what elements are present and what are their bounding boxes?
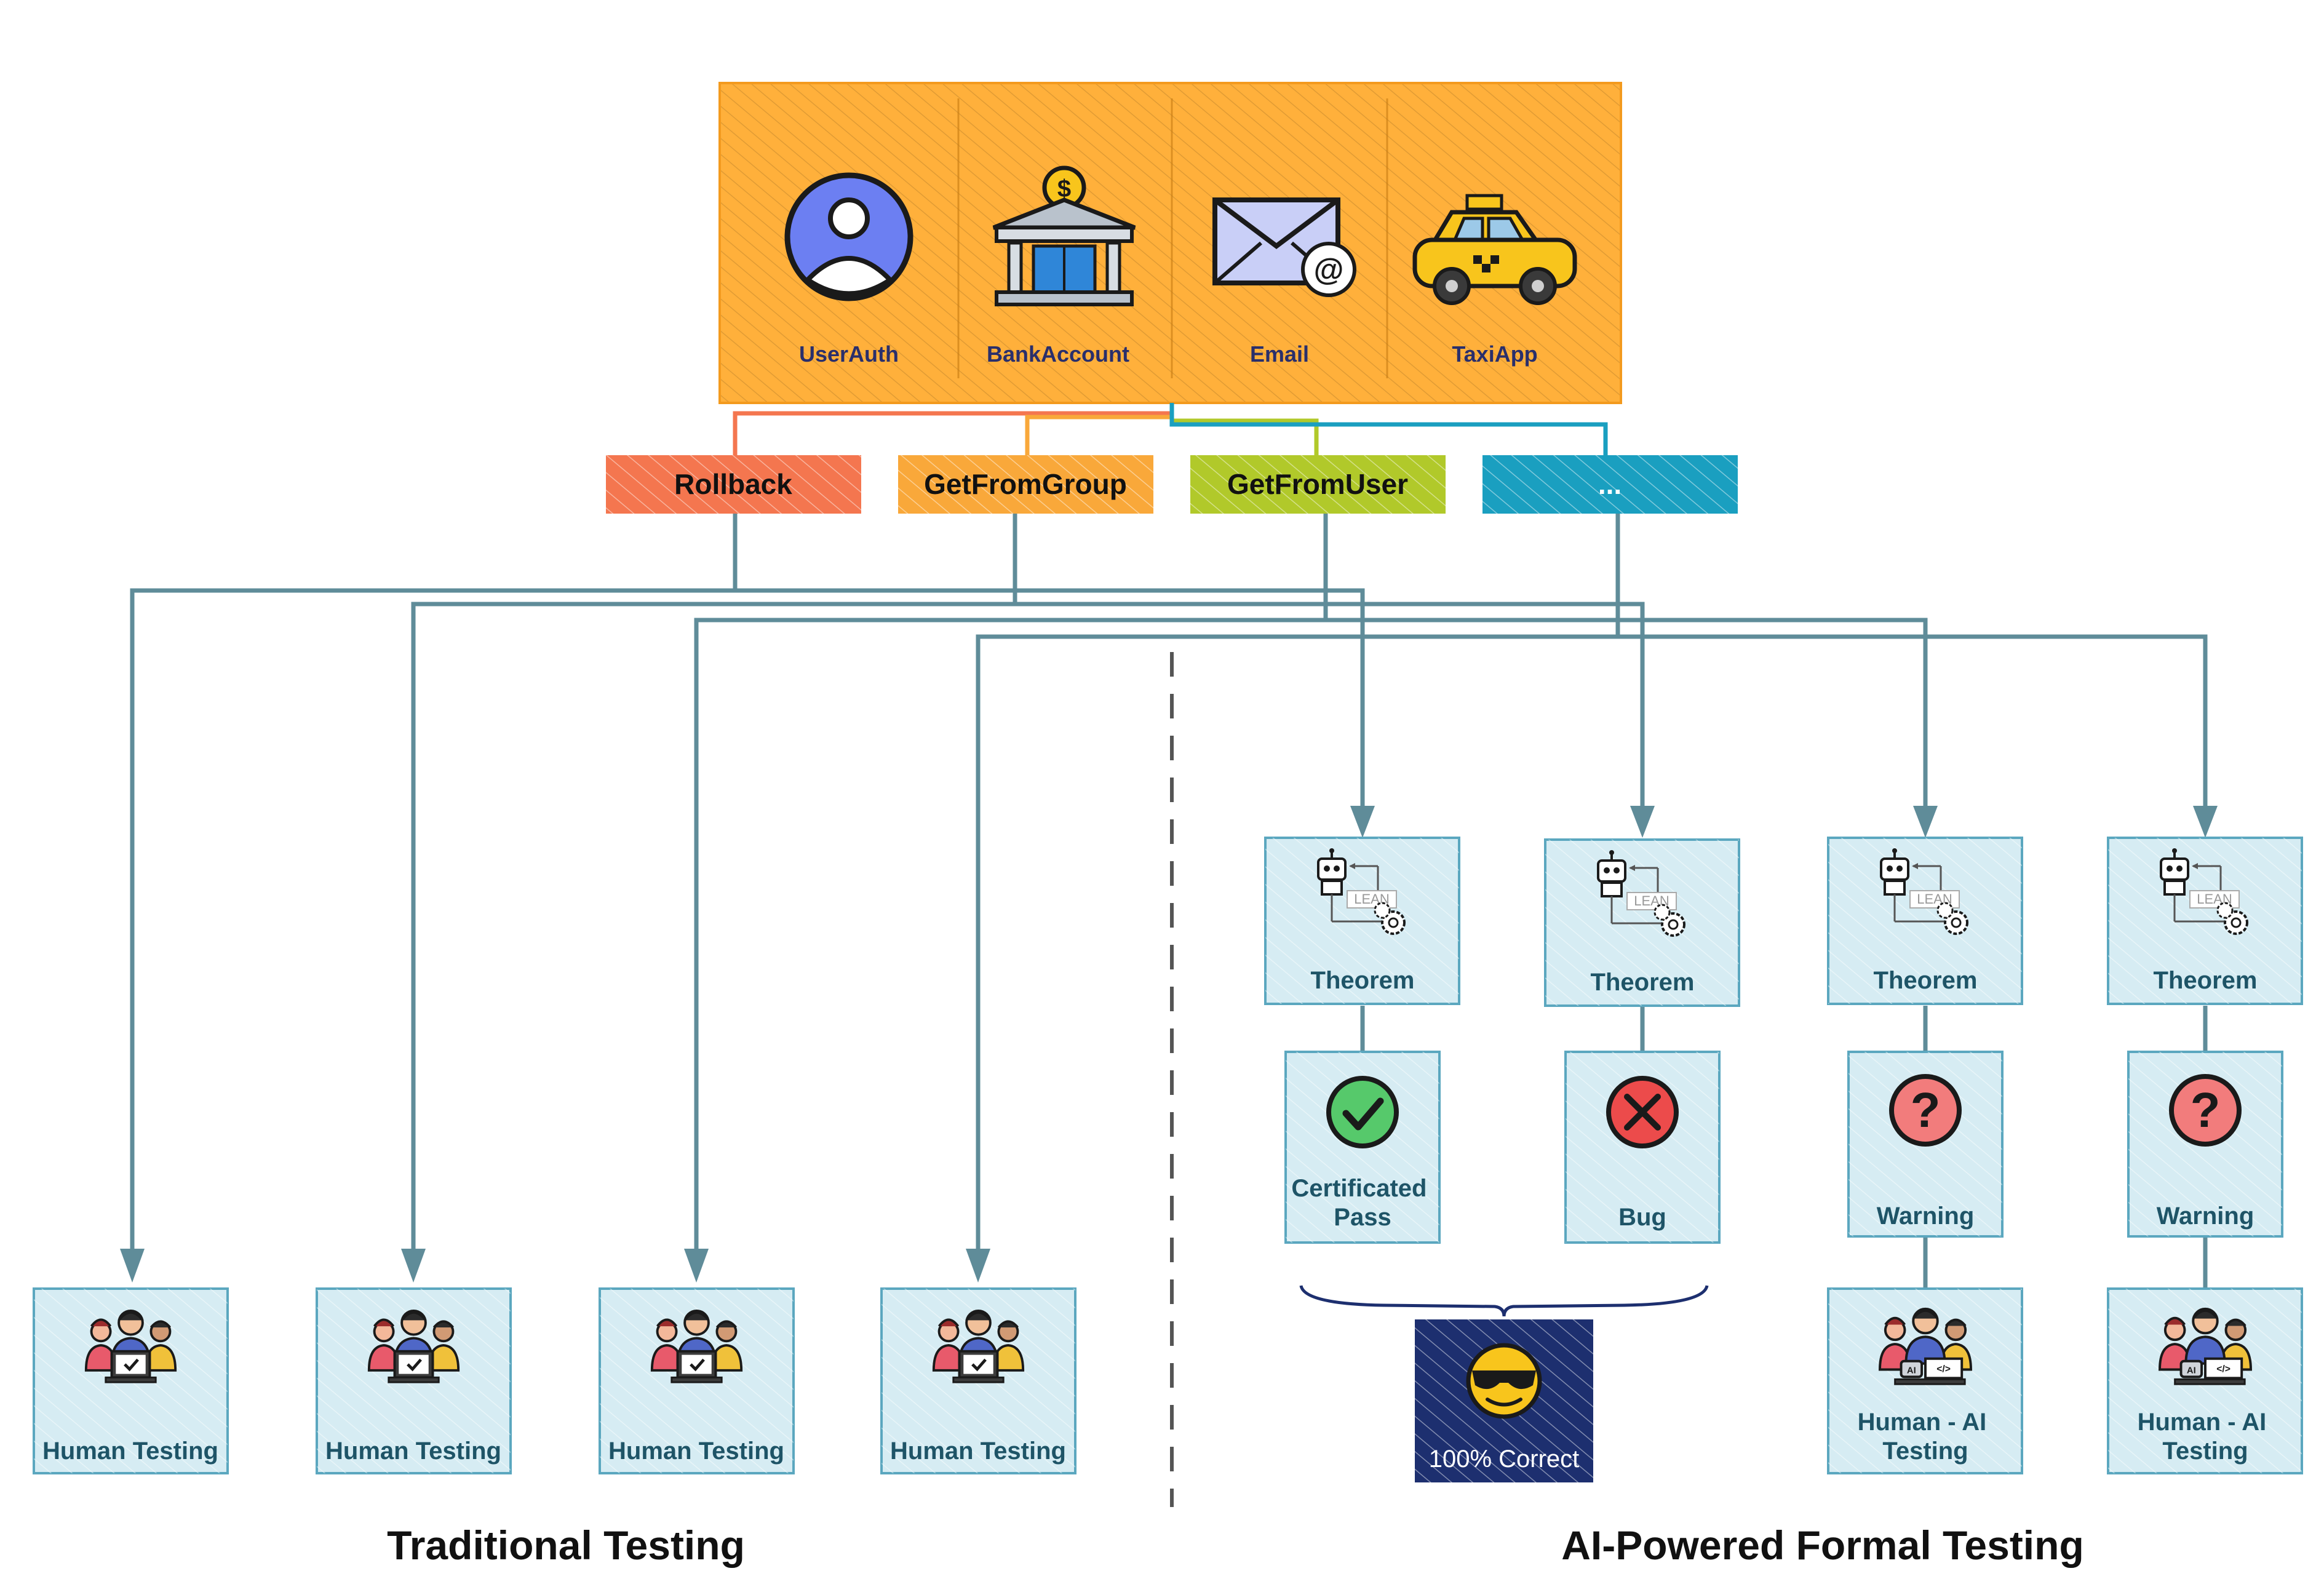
- result-label-pass: Certificated Pass: [1291, 1175, 1433, 1231]
- function-getfromgroup: GetFromGroup: [898, 455, 1153, 514]
- result-label-pass-line1: Certificated: [1291, 1175, 1427, 1202]
- function-rollback: Rollback: [606, 455, 861, 514]
- human-testing-box: Human Testing: [33, 1287, 229, 1474]
- function-label-getfromgroup: GetFromGroup: [924, 468, 1127, 500]
- human-testing-icon: [86, 1311, 175, 1382]
- function-label-getfromuser: GetFromUser: [1227, 468, 1408, 500]
- human-testing-icon: [934, 1311, 1023, 1382]
- connector-lines: [130, 514, 2208, 1289]
- human-ai-testing-label: Human - AI Testing: [1858, 1409, 1994, 1465]
- theorem-box: Theorem: [1544, 838, 1740, 1007]
- result-box-pass: Certificated Pass: [1284, 1051, 1441, 1244]
- panel-to-function-connectors: [733, 403, 1608, 455]
- human-ai-testing-label: Human - AI Testing: [2138, 1409, 2274, 1465]
- result-label-bug: Bug: [1618, 1204, 1666, 1231]
- human-testing-label: Human Testing: [890, 1438, 1066, 1465]
- theorem-box: Theorem: [1264, 837, 1460, 1005]
- function-label-rollback: Rollback: [674, 468, 792, 500]
- service-label-taxiapp: TaxiApp: [1452, 341, 1537, 367]
- human-testing-box: Human Testing: [599, 1287, 795, 1474]
- email-icon: @: [1212, 197, 1356, 297]
- human-testing-label: Human Testing: [325, 1438, 501, 1465]
- result-box-bug: Bug: [1564, 1051, 1721, 1244]
- user-avatar-icon: [784, 172, 913, 301]
- human-testing-label: Human Testing: [42, 1438, 218, 1465]
- human-testing-label: Human Testing: [608, 1438, 784, 1465]
- arrowheads: [120, 806, 2218, 1283]
- service-label-email: Email: [1250, 341, 1309, 367]
- human-testing-box: Human Testing: [316, 1287, 512, 1474]
- human-testing-icon: [652, 1311, 741, 1382]
- result-label-warning: Warning: [1877, 1203, 1975, 1230]
- check-icon: [1326, 1076, 1399, 1148]
- result-box-warning: ? Warning: [2127, 1051, 2283, 1238]
- caption-ai: AI-Powered Formal Testing: [1561, 1522, 2084, 1568]
- svg-text:?: ?: [1911, 1083, 1941, 1137]
- human-ai-label-line2: Testing: [2162, 1438, 2248, 1465]
- svg-text:@: @: [1314, 252, 1344, 287]
- result-label-pass-line2: Pass: [1334, 1204, 1391, 1231]
- svg-text:?: ?: [2191, 1083, 2221, 1137]
- correct-box: 100% Correct: [1415, 1319, 1593, 1482]
- service-label-userauth: UserAuth: [799, 341, 899, 367]
- function-more: ...: [1482, 455, 1738, 514]
- correct-label: 100% Correct: [1429, 1446, 1580, 1473]
- question-icon: ?: [1889, 1074, 1962, 1147]
- svg-text:$: $: [1057, 175, 1071, 202]
- theorem-label: Theorem: [1874, 967, 1978, 994]
- human-ai-label-line1: Human - AI: [1858, 1409, 1987, 1436]
- theorem-box: Theorem: [2107, 837, 2303, 1005]
- function-label-more: ...: [1598, 468, 1622, 500]
- taxi-icon: [1412, 194, 1577, 305]
- theorem-label: Theorem: [2154, 967, 2258, 994]
- theorem-label: Theorem: [1591, 969, 1695, 996]
- cross-icon: [1606, 1076, 1679, 1148]
- caption-traditional: Traditional Testing: [387, 1522, 745, 1568]
- theorem-box: Theorem: [1827, 837, 2023, 1005]
- human-testing-icon: [369, 1311, 458, 1382]
- sunglasses-smiley-icon: [1466, 1343, 1542, 1419]
- human-ai-label-line2: Testing: [1882, 1438, 1968, 1465]
- human-ai-label-line1: Human - AI: [2138, 1409, 2267, 1436]
- brace: [1299, 1285, 1709, 1317]
- theorem-label: Theorem: [1311, 967, 1415, 994]
- function-getfromuser: GetFromUser: [1190, 455, 1446, 514]
- result-box-warning: ? Warning: [1847, 1051, 2004, 1238]
- service-label-bankaccount: BankAccount: [987, 341, 1129, 367]
- result-label-warning: Warning: [2157, 1203, 2254, 1230]
- bank-icon: $: [992, 165, 1136, 306]
- question-icon: ?: [2169, 1074, 2242, 1147]
- human-ai-testing-box: Human - AI Testing: [2107, 1287, 2303, 1474]
- human-testing-box: Human Testing: [880, 1287, 1076, 1474]
- human-ai-testing-box: Human - AI Testing: [1827, 1287, 2023, 1474]
